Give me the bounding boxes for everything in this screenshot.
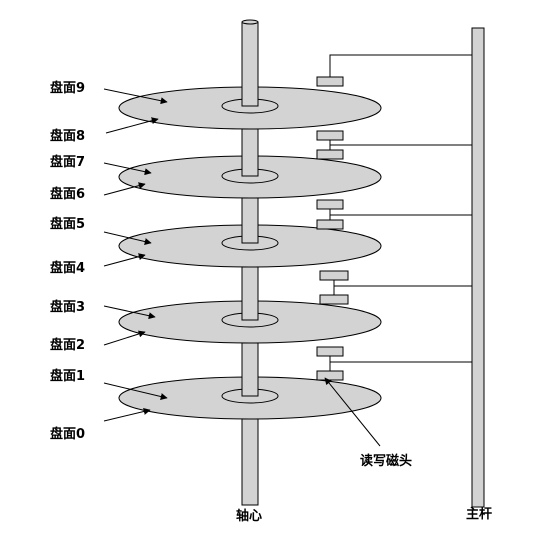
head-3 (319, 294, 349, 305)
platter-label-3: 盘面3 (50, 299, 85, 315)
head-5 (316, 219, 344, 230)
platter-labels: 盘面9 盘面8 盘面7 盘面6 盘面5 盘面4 盘面3 盘面2 盘面1 盘面0 (50, 80, 85, 442)
read-write-heads (316, 76, 349, 381)
platter-label-6: 盘面6 (50, 186, 85, 202)
platter-top (118, 86, 382, 130)
main-pole (471, 27, 485, 508)
head-2 (316, 346, 344, 357)
platter-label-8: 盘面8 (50, 128, 85, 144)
platter-label-9: 盘面9 (50, 80, 85, 96)
platter-label-2: 盘面2 (50, 337, 85, 353)
platter-label-0: 盘面0 (50, 426, 85, 442)
head-7 (316, 149, 344, 160)
head-4 (319, 270, 349, 281)
spindle-label: 轴心 (236, 508, 262, 524)
head-8 (316, 130, 344, 141)
head-9 (316, 76, 344, 87)
head-1 (316, 370, 344, 381)
head-6 (316, 199, 344, 210)
pole-label: 主杆 (466, 506, 492, 522)
platter-label-1: 盘面1 (50, 368, 85, 384)
platter-label-5: 盘面5 (50, 216, 85, 232)
platters (118, 86, 382, 420)
label-arrows (103, 88, 381, 447)
head-label: 读写磁头 (360, 453, 412, 469)
platter-label-7: 盘面7 (50, 154, 85, 170)
platter-bottom (118, 376, 382, 420)
platter-label-4: 盘面4 (50, 260, 85, 276)
spindle-shaft (241, 19, 259, 506)
